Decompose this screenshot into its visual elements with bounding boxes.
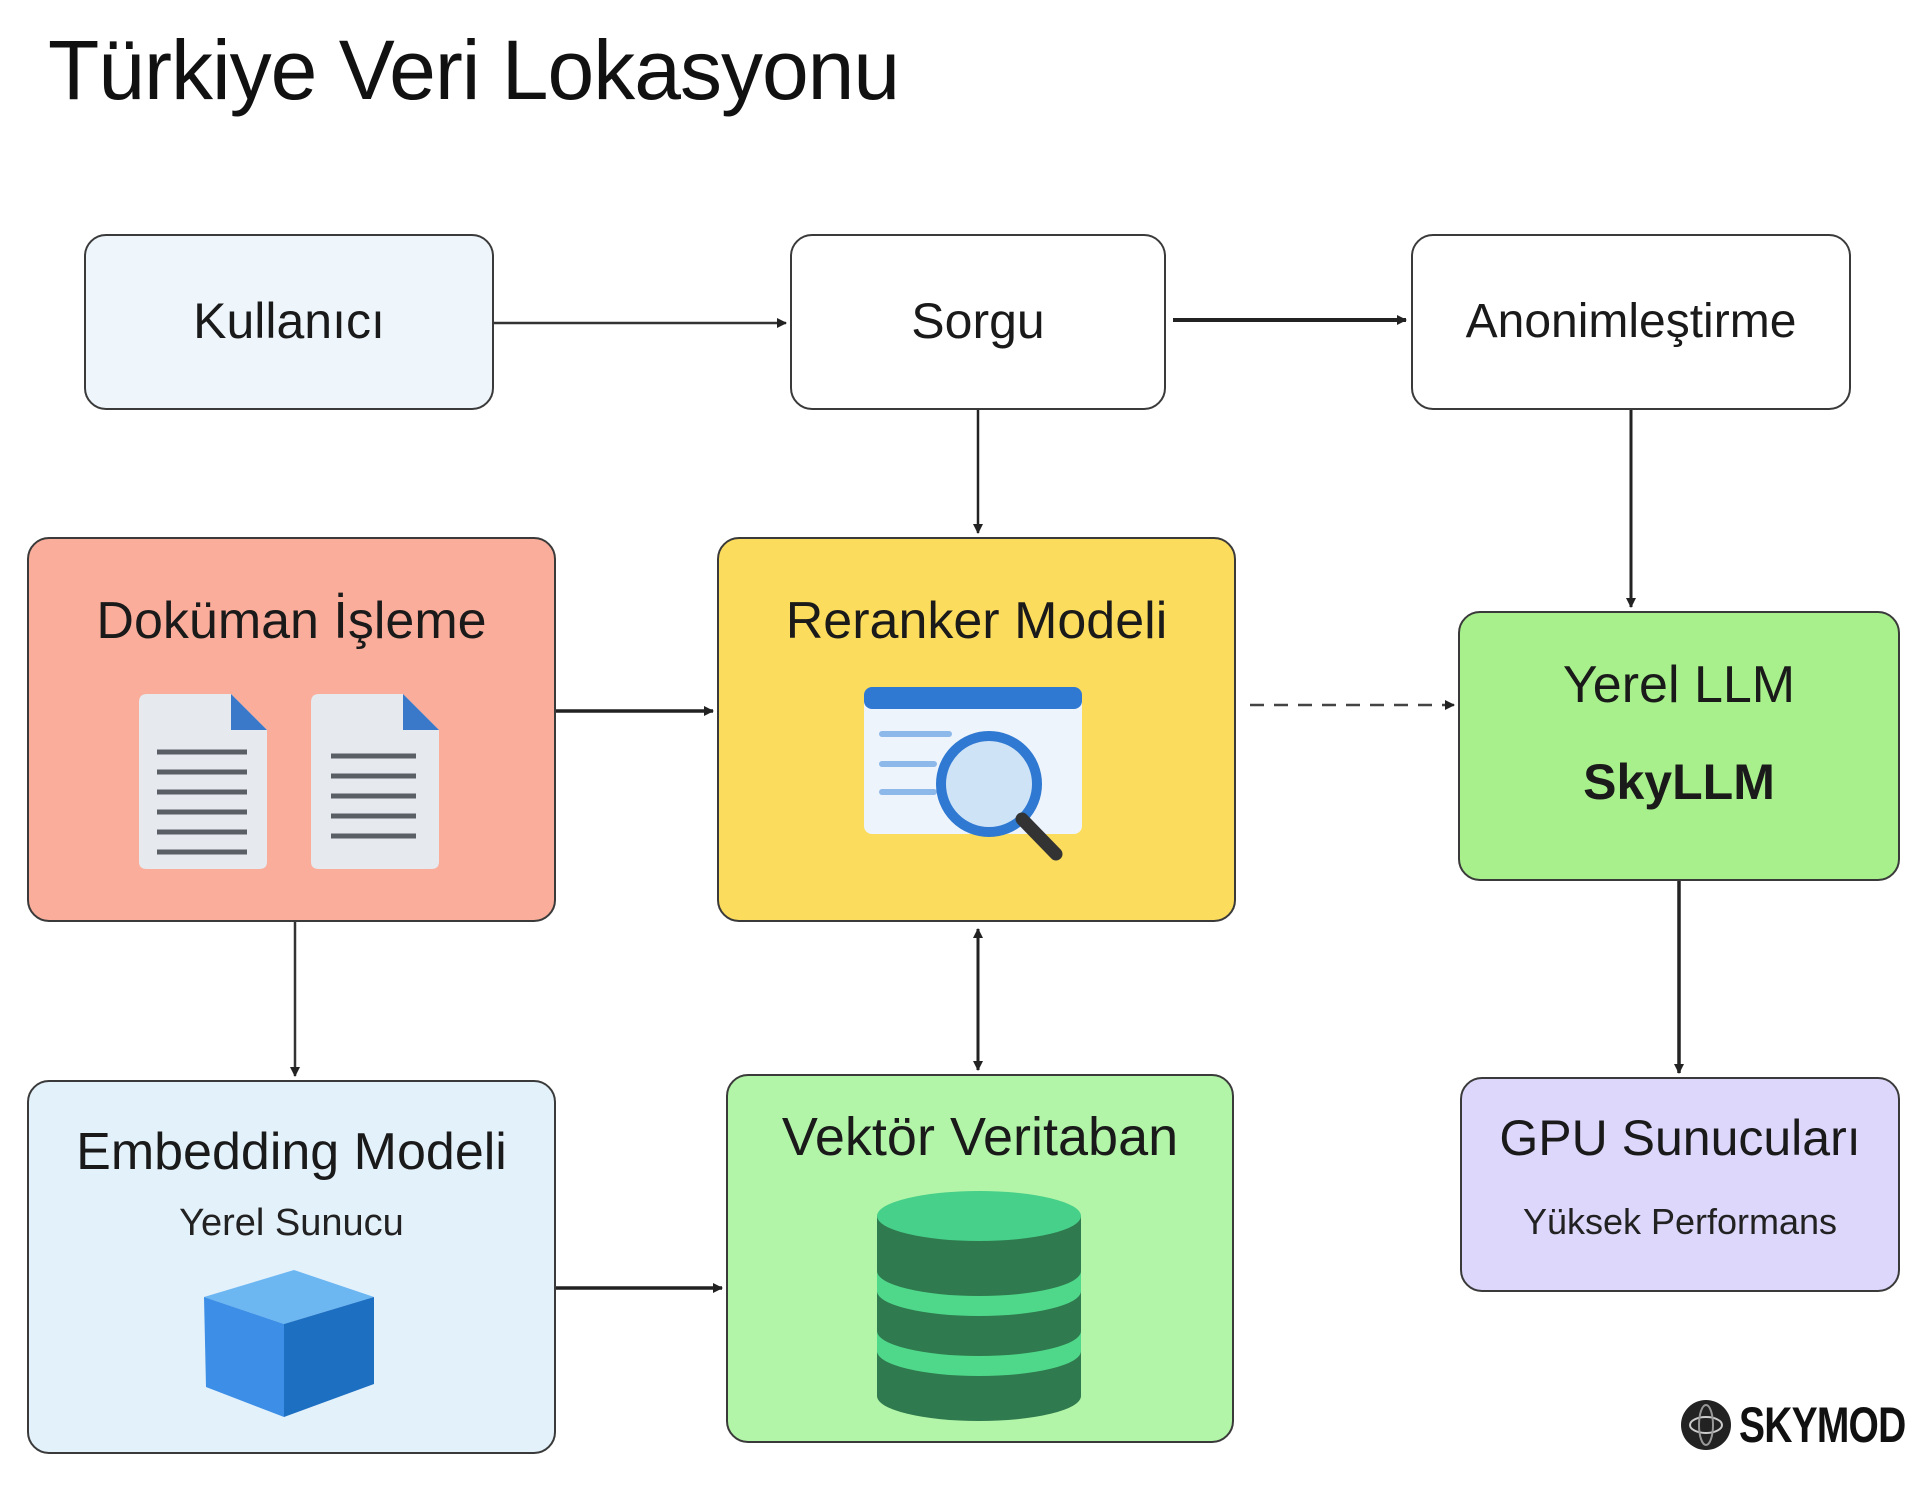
node-llm: Yerel LLM SkyLLM xyxy=(1458,611,1900,881)
node-document-label: Doküman İşleme xyxy=(96,592,487,650)
page-title: Türkiye Veri Lokasyonu xyxy=(48,23,900,117)
node-user: Kullanıcı xyxy=(84,234,494,410)
node-user-label: Kullanıcı xyxy=(193,293,385,349)
node-reranker-label: Reranker Modeli xyxy=(785,592,1168,650)
node-llm-sublabel: SkyLLM xyxy=(1583,754,1775,810)
document-icon xyxy=(139,694,439,869)
node-reranker: Reranker Modeli xyxy=(717,537,1236,922)
globe-icon xyxy=(1681,1400,1731,1450)
node-vector-db-label: Vektör Veritaban xyxy=(781,1107,1179,1167)
node-gpu-sublabel: Yüksek Performans xyxy=(1522,1201,1838,1242)
node-vector-db: Vektör Veritaban xyxy=(726,1074,1234,1443)
cube-icon xyxy=(204,1270,374,1417)
node-llm-label: Yerel LLM xyxy=(1562,656,1796,714)
skymod-logo: SKYMOD xyxy=(1679,1396,1928,1454)
node-embedding: Embedding Modeli Yerel Sunucu xyxy=(27,1080,556,1454)
node-anonymization-label: Anonimleştirme xyxy=(1465,295,1797,348)
logo-text: SKYMOD xyxy=(1739,1397,1906,1453)
node-query: Sorgu xyxy=(790,234,1166,410)
node-embedding-label: Embedding Modeli xyxy=(76,1123,507,1181)
node-gpu: GPU Sunucuları Yüksek Performans xyxy=(1460,1077,1900,1292)
node-gpu-label: GPU Sunucuları xyxy=(1499,1110,1861,1166)
database-icon xyxy=(877,1191,1081,1421)
node-anonymization: Anonimleştirme xyxy=(1411,234,1851,410)
node-embedding-sublabel: Yerel Sunucu xyxy=(179,1202,404,1244)
node-document: Doküman İşleme xyxy=(27,537,556,922)
node-query-label: Sorgu xyxy=(911,293,1045,349)
search-document-icon xyxy=(864,687,1082,861)
